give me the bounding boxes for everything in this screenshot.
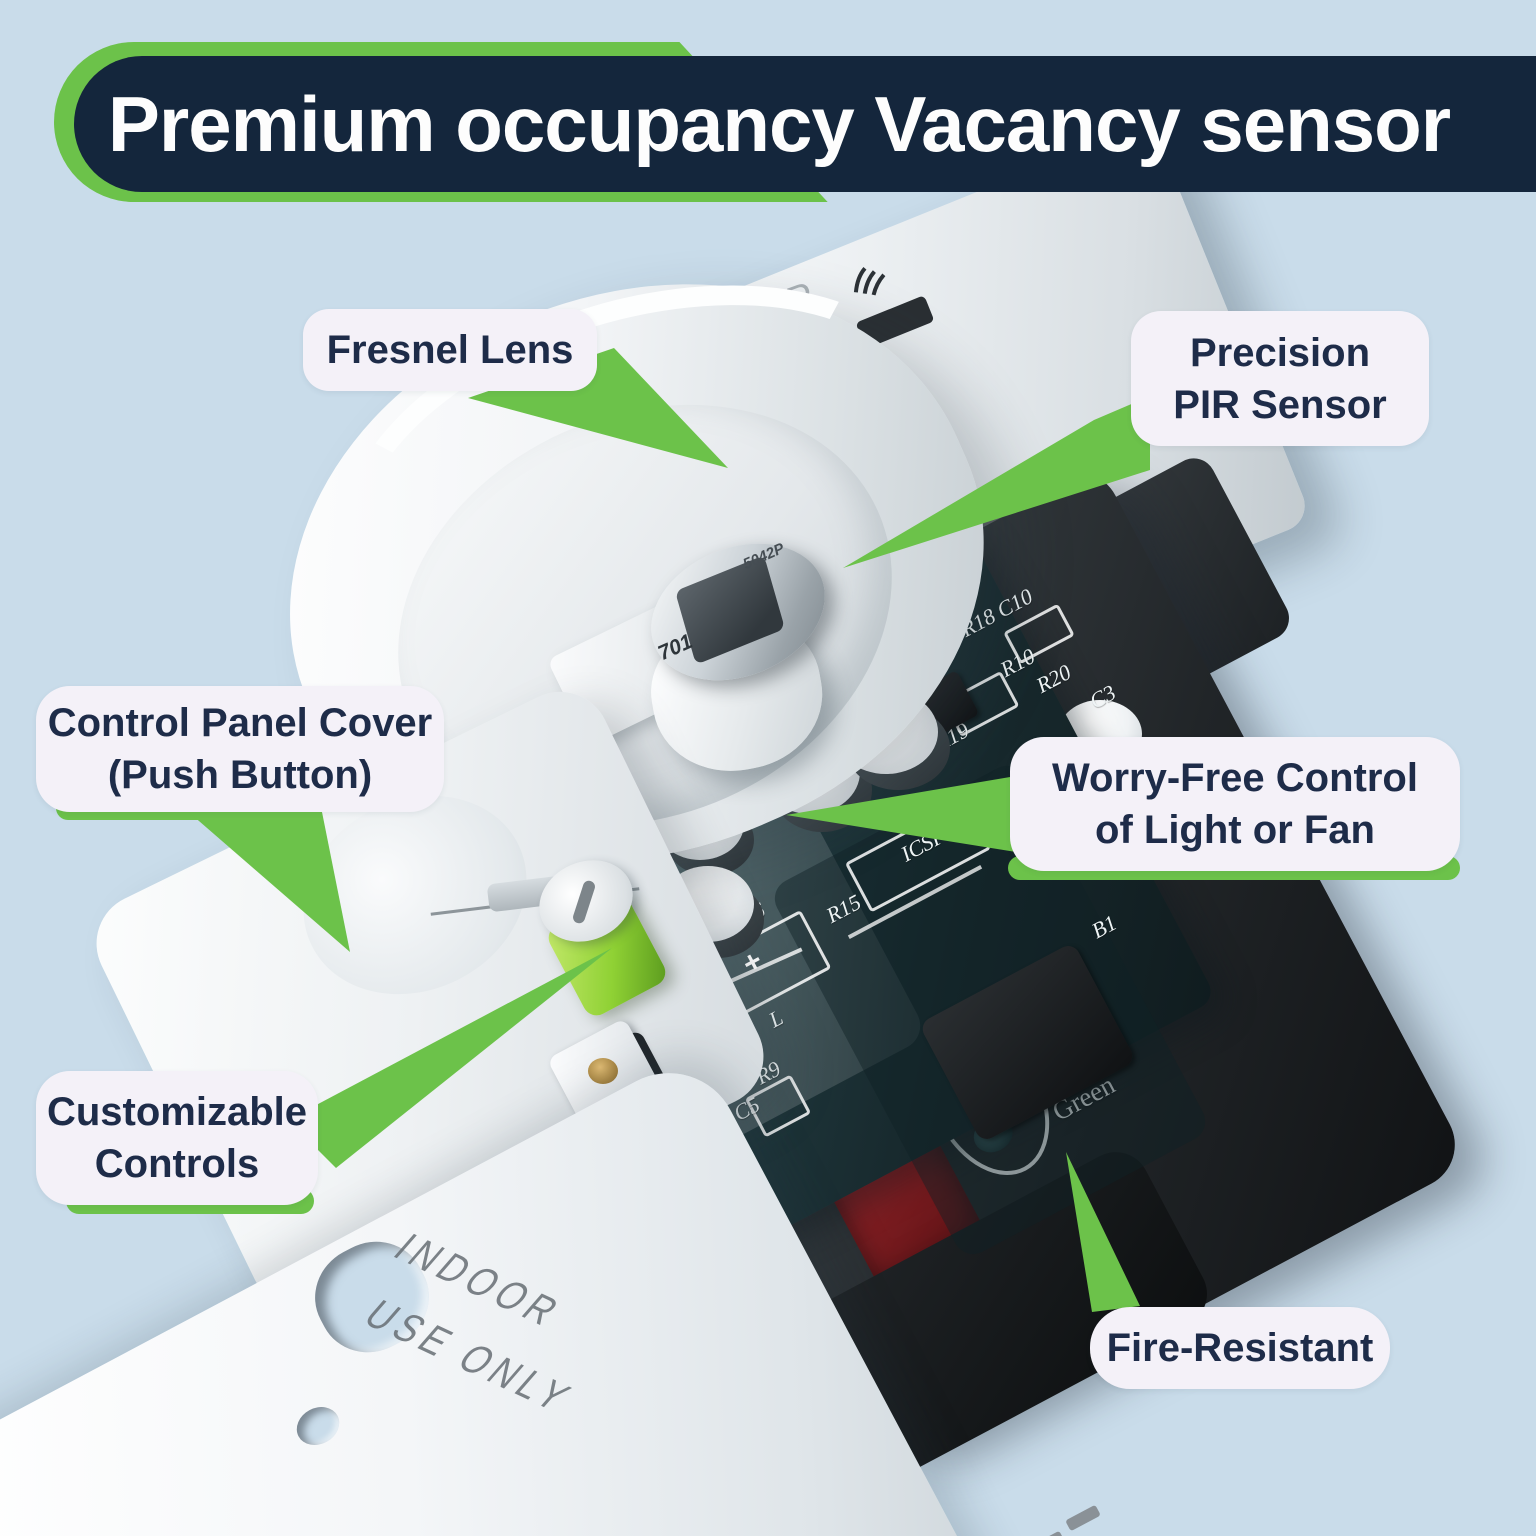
callout-customizable-line1: Customizable — [46, 1090, 308, 1134]
callout-customizable-line2: Controls — [94, 1142, 260, 1186]
callout-pir-line2: PIR Sensor — [1173, 382, 1387, 427]
title-banner: Premium occupancy Vacancy sensor — [74, 56, 1536, 192]
page-title: Premium occupancy Vacancy sensor — [107, 79, 1451, 168]
callout-fresnel-lens: Fresnel Lens — [303, 309, 597, 391]
callout-fresnel-lens-label: Fresnel Lens — [326, 328, 574, 372]
callout-customizable-controls: Customizable Controls — [36, 1071, 318, 1205]
pointer-fire — [1066, 1152, 1140, 1312]
callout-pir-sensor: Precision PIR Sensor — [1131, 311, 1429, 446]
callout-fire-resistant: Fire-Resistant — [1090, 1307, 1390, 1389]
tactile-switch-actuator — [588, 1058, 618, 1084]
callout-worry-line1: Worry-Free Control — [1052, 756, 1418, 800]
mount-mark-icon — [853, 267, 886, 296]
callout-control-line2: (Push Button) — [107, 753, 373, 797]
callout-fire-resistant-label: Fire-Resistant — [1106, 1326, 1374, 1370]
callout-control-panel-cover: Control Panel Cover (Push Button) — [36, 686, 444, 812]
callout-worry-free: Worry-Free Control of Light or Fan — [1010, 737, 1460, 871]
pointer-pir — [843, 396, 1150, 568]
pointer-control — [184, 802, 350, 952]
callout-control-line1: Control Panel Cover — [47, 701, 433, 745]
callout-pir-line1: Precision — [1189, 330, 1371, 375]
callout-worry-line2: of Light or Fan — [1095, 808, 1375, 852]
pointer-worry — [786, 776, 1016, 852]
pointer-customizable — [288, 948, 612, 1168]
